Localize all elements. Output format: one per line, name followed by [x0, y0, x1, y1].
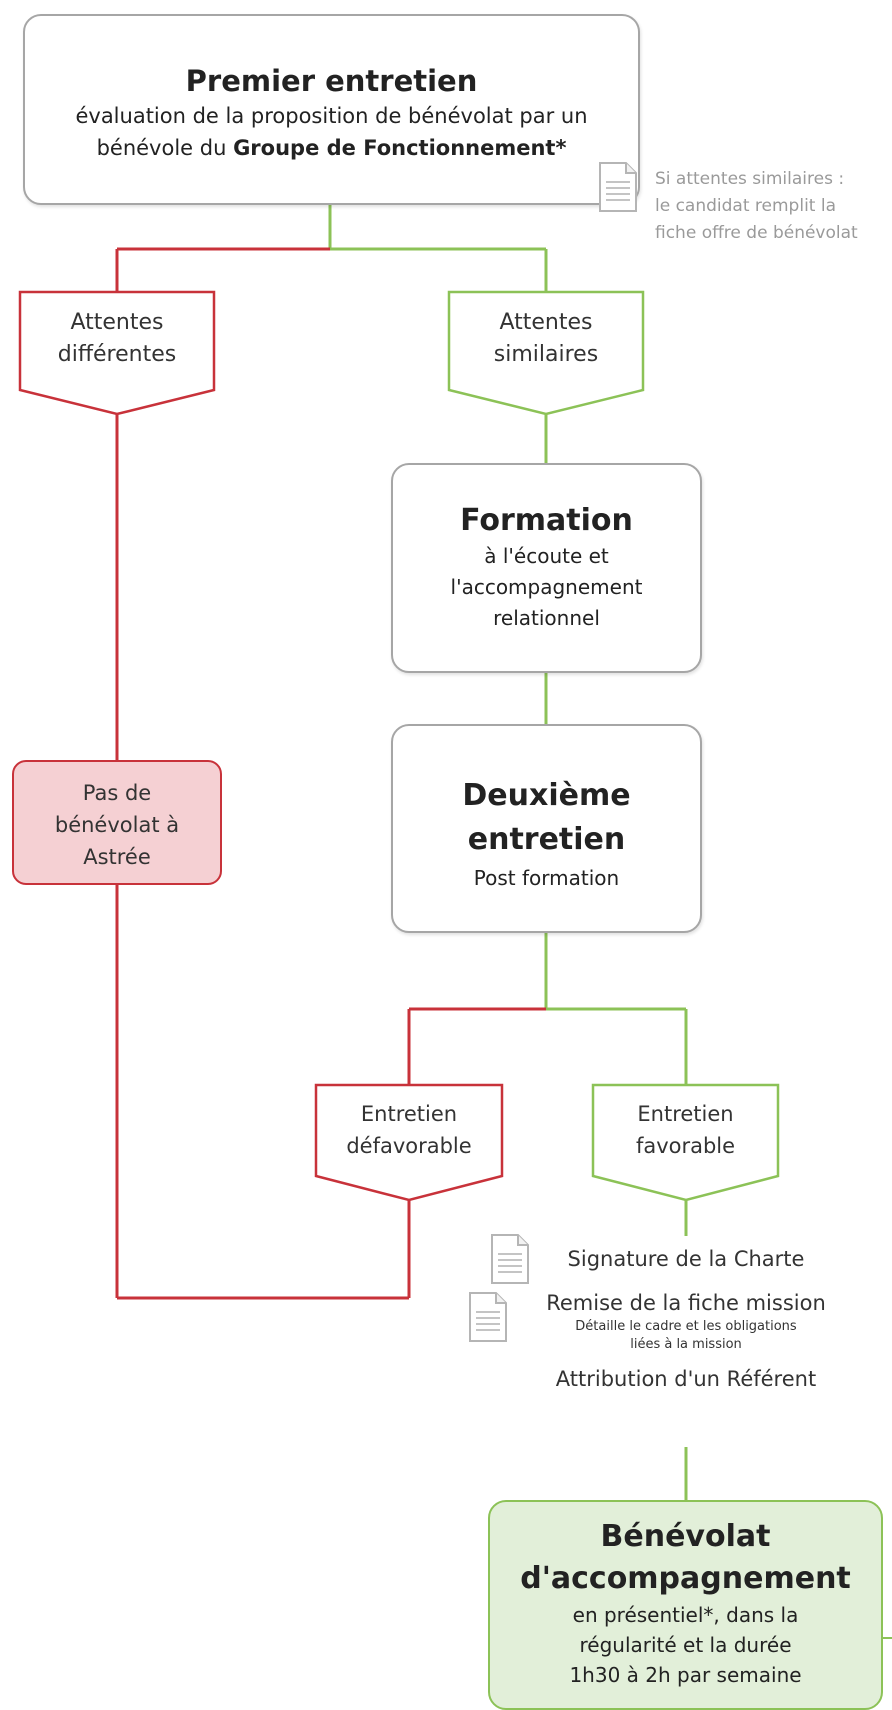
final-line2: régularité et la durée	[579, 1633, 792, 1657]
interview-unfavorable-line1: Entretien	[360, 1102, 458, 1126]
final-title-line2: d'accompagnement	[520, 1561, 851, 1596]
expectations-similar-line2: similaires	[493, 342, 599, 367]
second-interview-title-line1: Deuxième	[462, 778, 631, 813]
onboarding-steps: Signature de la Charte Remise de la fich…	[520, 1244, 852, 1394]
step-mission-sheet: Remise de la fiche mission	[546, 1291, 826, 1315]
expectations-similar-shape	[447, 290, 645, 416]
step-mission-detail-line2: liées à la mission	[630, 1337, 742, 1352]
interview-favorable-line2: favorable	[635, 1134, 736, 1158]
step-referent: Attribution d'un Référent	[555, 1367, 817, 1391]
first-interview-line1: évaluation de la proposition de bénévola…	[75, 104, 588, 128]
interview-unfavorable-shape	[314, 1083, 504, 1202]
final-volunteering-box: Bénévolat d'accompagnement en présentiel…	[488, 1500, 883, 1710]
second-interview-box: Deuxième entretien Post formation	[391, 724, 702, 933]
first-interview-line2-prefix: bénévole du	[96, 136, 234, 160]
training-line2: l'accompagnement	[450, 575, 643, 599]
first-interview-box: Premier entretien évaluation de la propo…	[23, 14, 640, 205]
side-note: Si attentes similaires : le candidat rem…	[655, 166, 858, 247]
no-volunteering-line3: Astrée	[83, 845, 151, 869]
expectations-different-label: Attentes différentes	[20, 307, 214, 371]
no-volunteering-box: Pas de bénévolat à Astrée	[12, 760, 222, 885]
final-title-line1: Bénévolat	[600, 1519, 771, 1554]
expectations-different-line2: différentes	[57, 342, 177, 367]
first-interview-group-name: Groupe de Fonctionnement*	[233, 136, 567, 160]
side-note-line3: fiche offre de bénévolat	[655, 223, 858, 243]
training-line3: relationnel	[493, 606, 600, 630]
final-line3: 1h30 à 2h par semaine	[569, 1663, 802, 1687]
document-icon	[599, 162, 637, 212]
step-mission-detail-line1: Détaille le cadre et les obligations	[575, 1319, 797, 1334]
final-line1: en présentiel*, dans la	[572, 1603, 799, 1627]
training-line1: à l'écoute et	[484, 544, 609, 568]
step-charter: Signature de la Charte	[567, 1247, 805, 1271]
interview-favorable-label: Entretien favorable	[593, 1098, 778, 1162]
expectations-similar-label: Attentes similaires	[449, 307, 643, 371]
no-volunteering-line1: Pas de	[82, 781, 152, 805]
first-interview-line2: bénévole du Groupe de Fonctionnement*	[25, 132, 638, 164]
interview-unfavorable-line2: défavorable	[346, 1134, 472, 1158]
side-note-line2: le candidat remplit la	[655, 196, 836, 216]
expectations-different-shape	[18, 290, 216, 416]
second-interview-title-line2: entretien	[467, 822, 626, 857]
training-box: Formation à l'écoute et l'accompagnement…	[391, 463, 702, 673]
mission-sheet-document-icon	[469, 1292, 507, 1342]
first-interview-title: Premier entretien	[185, 64, 478, 98]
charter-document-icon	[491, 1234, 529, 1284]
second-interview-subtitle: Post formation	[473, 866, 620, 890]
interview-unfavorable-label: Entretien défavorable	[316, 1098, 502, 1162]
no-volunteering-line2: bénévolat à	[54, 813, 180, 837]
interview-favorable-line1: Entretien	[637, 1102, 734, 1126]
expectations-similar-line1: Attentes	[499, 310, 593, 335]
interview-favorable-shape	[591, 1083, 780, 1202]
side-note-line1: Si attentes similaires :	[655, 169, 845, 189]
expectations-different-line1: Attentes	[70, 310, 164, 335]
training-title: Formation	[460, 503, 633, 538]
